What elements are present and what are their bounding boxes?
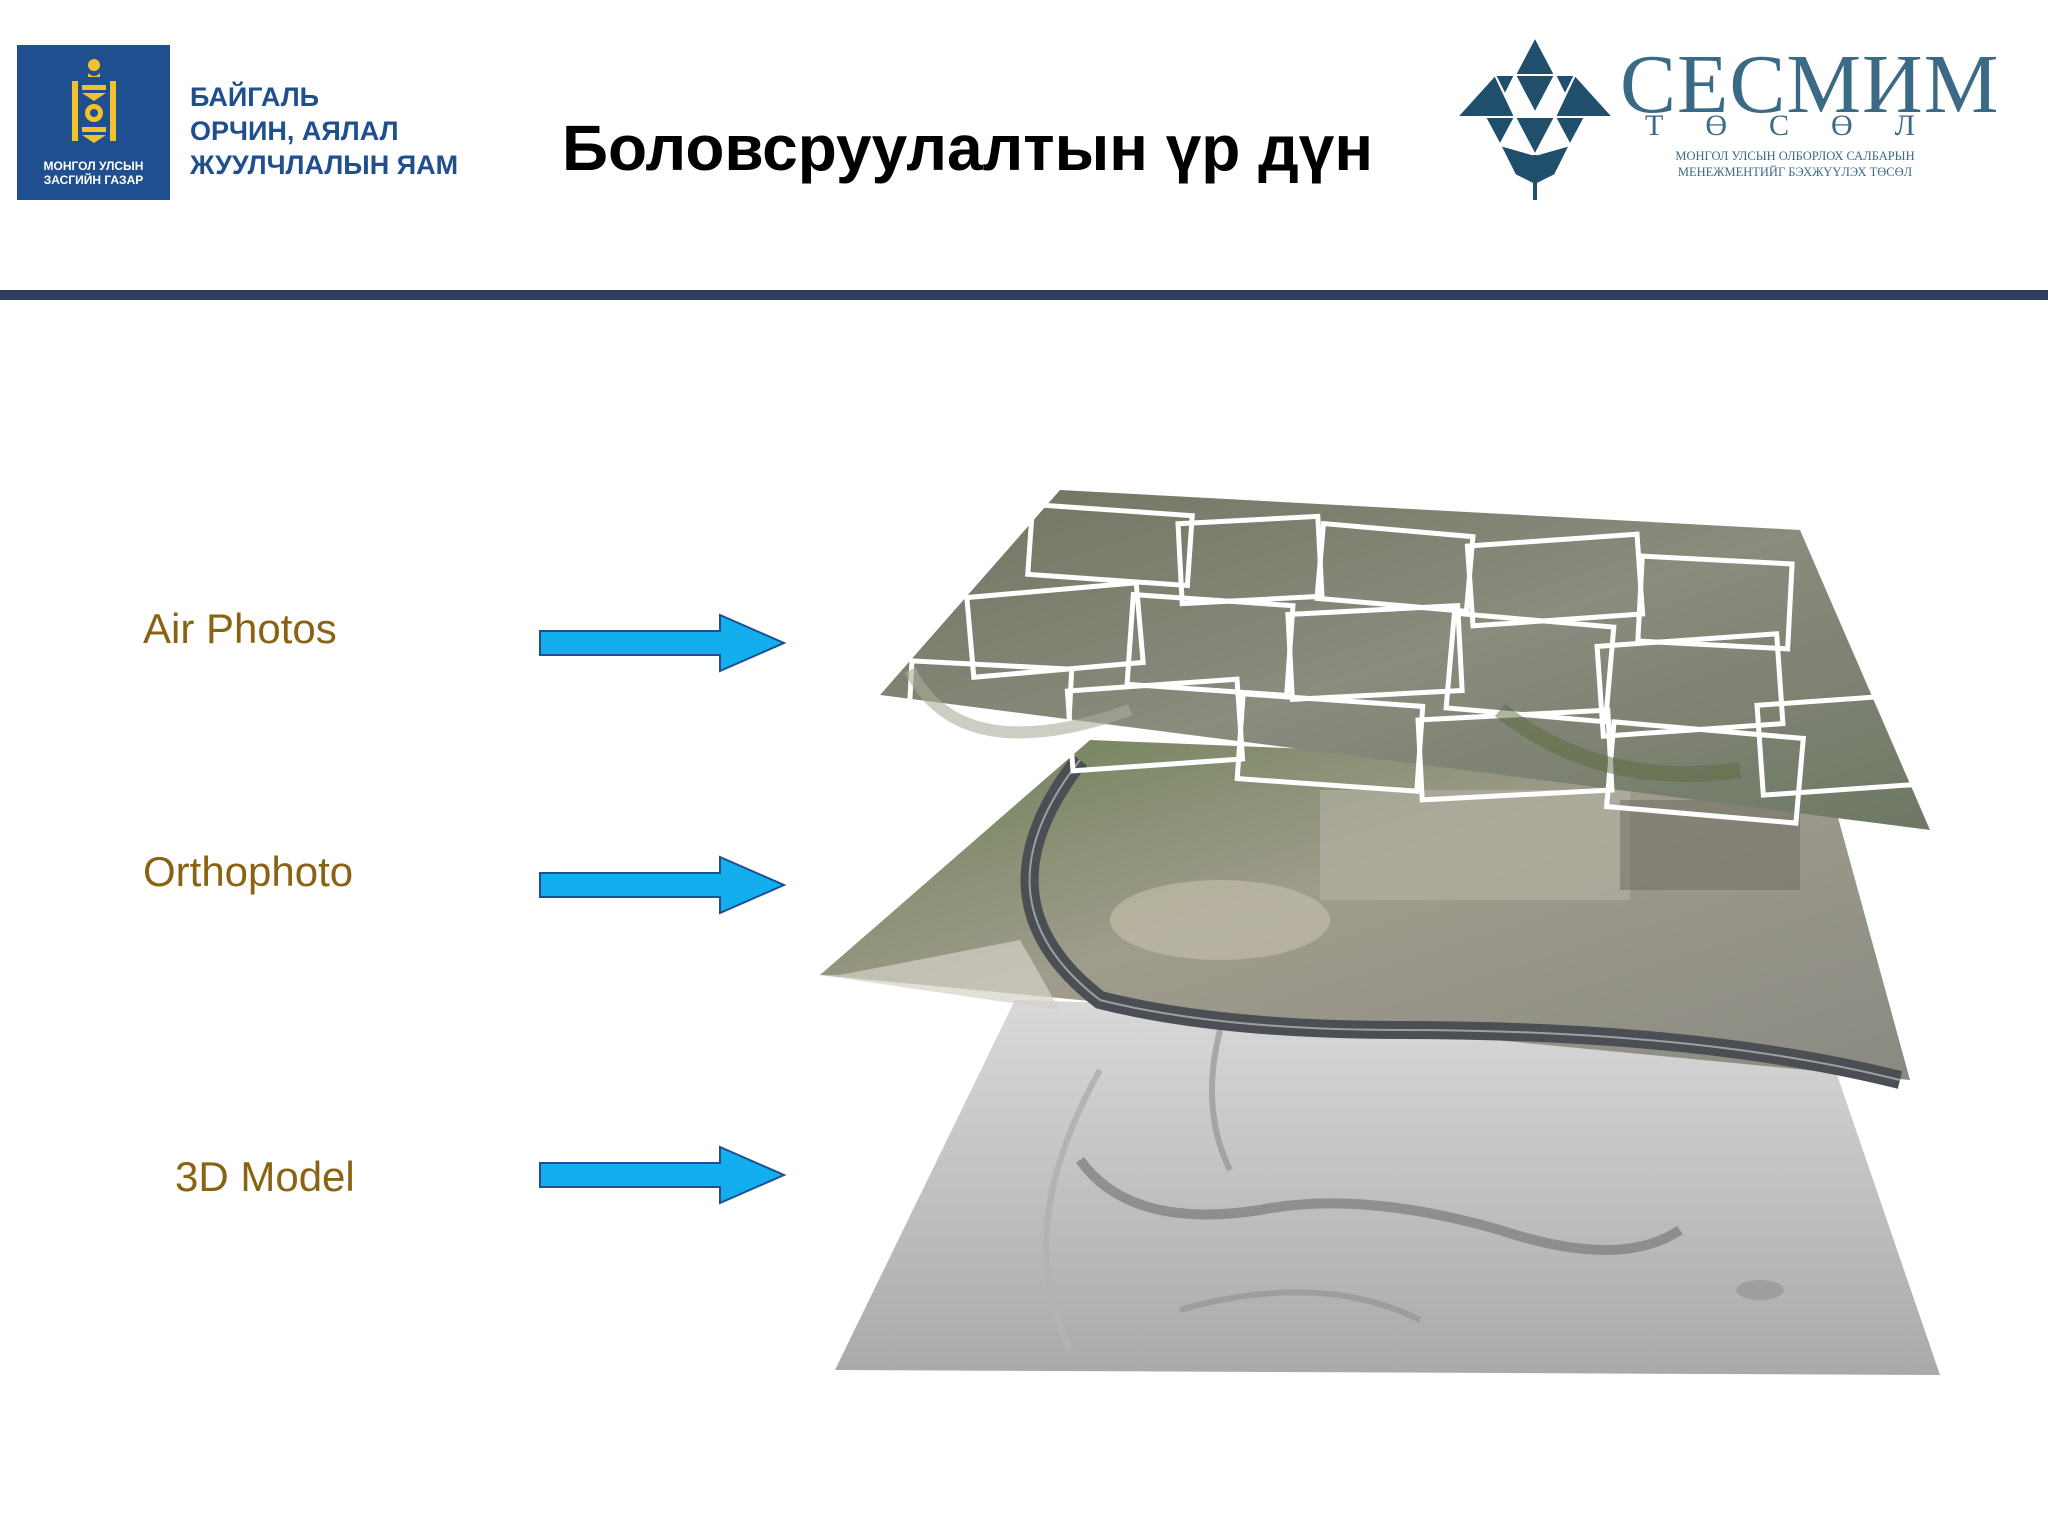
maple-leaf-icon: [1455, 35, 1615, 200]
layer-label-orthophoto: Orthophoto: [143, 848, 354, 895]
project-subtitle: ТӨСӨЛ: [1645, 109, 1958, 142]
photogrammetry-layer-stack-illustration: [820, 490, 1940, 1375]
ministry-logo-text: МОНГОЛ УЛСЫН ЗАСГИЙН ГАЗАР: [43, 159, 144, 187]
layer-label-3d-model: 3D Model: [175, 1153, 355, 1200]
slide-header: МОНГОЛ УЛСЫН ЗАСГИЙН ГАЗАР БАЙГАЛЬ ОРЧИН…: [0, 0, 2048, 300]
government-emblem-logo: МОНГОЛ УЛСЫН ЗАСГИЙН ГАЗАР: [17, 45, 170, 200]
project-description: МОНГОЛ УЛСЫН ОЛБОРЛОХ САЛБАРЫН МЕНЕЖМЕНТ…: [1675, 149, 1915, 179]
page-title: Боловсруулалтын үр дүн: [562, 112, 1374, 184]
soyombo-emblem-icon: [72, 59, 116, 143]
arrow-right-icon: [539, 613, 787, 673]
arrow-right-icon: [539, 855, 787, 915]
layer-label-air-photos: Air Photos: [143, 605, 337, 652]
air-photos-layer: [880, 490, 1930, 830]
3d-model-layer: [835, 1000, 1940, 1375]
header-divider: [0, 290, 2048, 300]
orthophoto-layer: [820, 740, 1910, 1089]
ministry-name: БАЙГАЛЬ ОРЧИН, АЯЛАЛ ЖУУЛЧЛАЛЫН ЯАМ: [190, 82, 459, 180]
project-logo: СЕСМИМ ТӨСӨЛ МОНГОЛ УЛСЫН ОЛБОРЛОХ САЛБА…: [1455, 35, 1998, 200]
arrow-right-icon: [539, 1145, 787, 1205]
project-name: СЕСМИМ: [1620, 38, 2000, 131]
